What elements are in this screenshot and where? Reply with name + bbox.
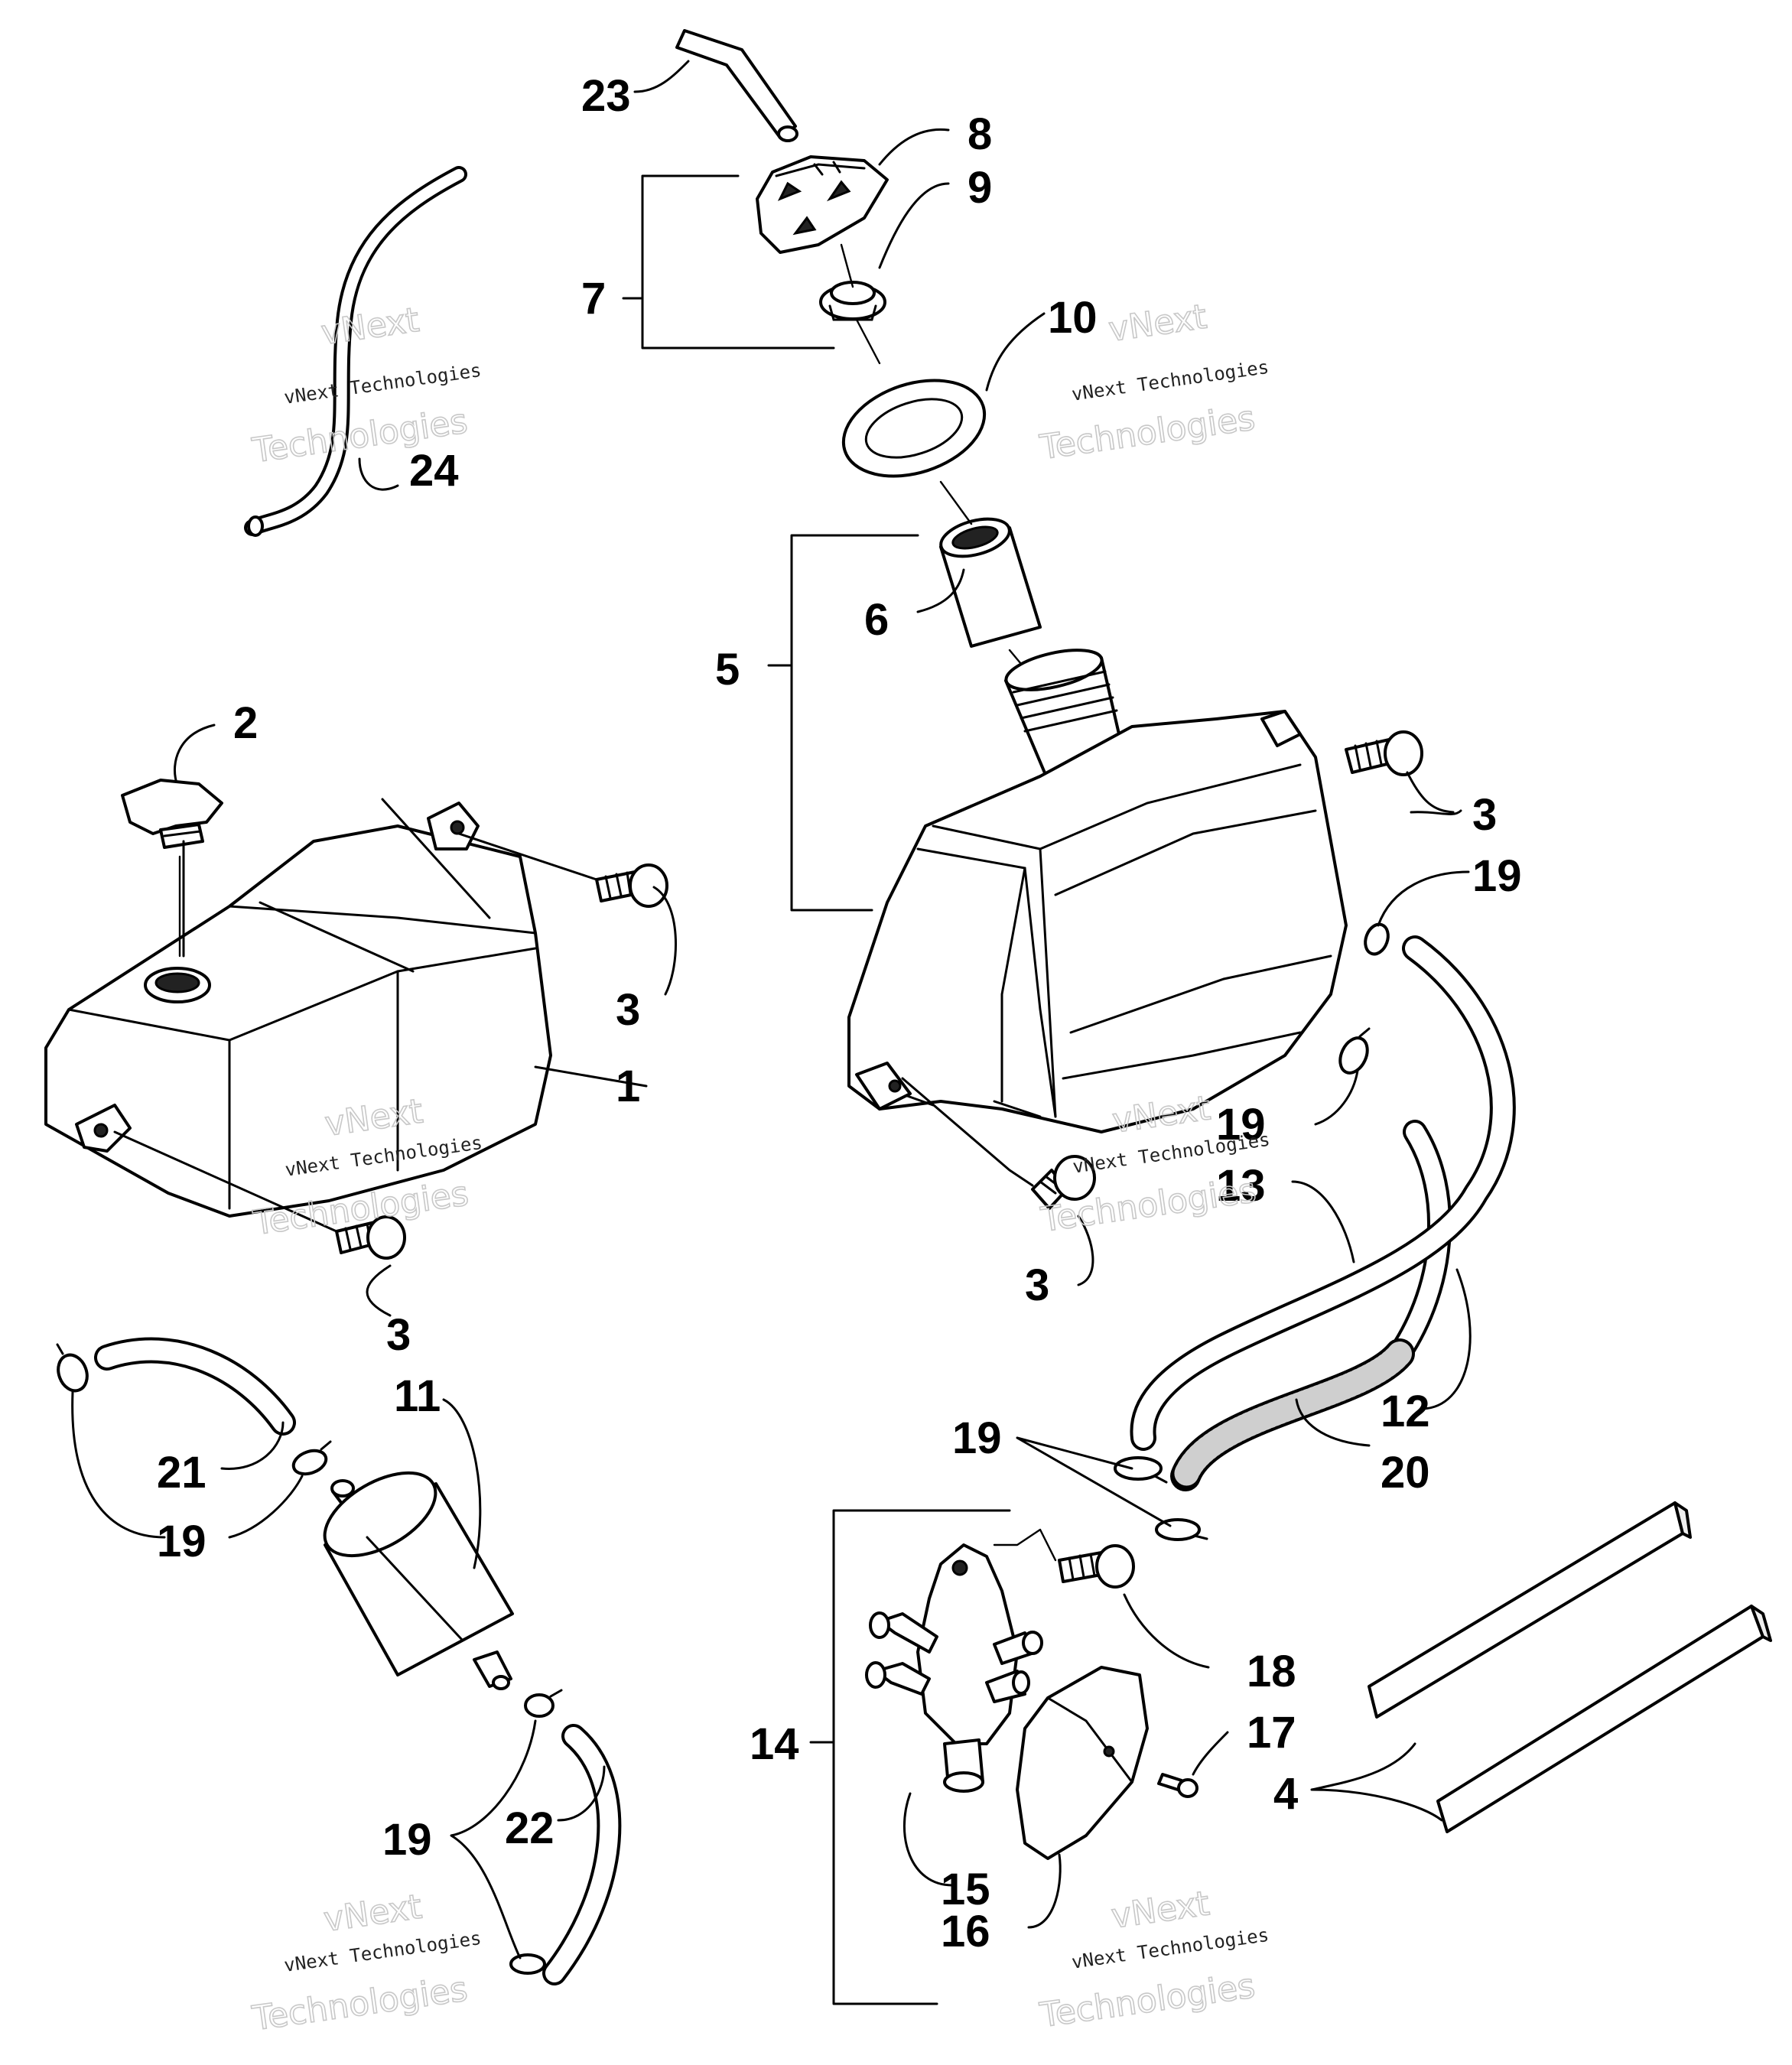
- part-11-fuel-filter: [323, 1471, 514, 1690]
- svg-text:vNext Technologies: vNext Technologies: [283, 359, 483, 408]
- callout-6: 6: [864, 595, 889, 645]
- callout-3-reservoir-top: 3: [616, 985, 640, 1035]
- svg-text:vNext: vNext: [1109, 1884, 1211, 1936]
- part-14-fuel-valve: [865, 1543, 1043, 1745]
- callout-4: 4: [1273, 1769, 1298, 1819]
- part-19-clamp-f: [291, 1440, 332, 1476]
- part-4-foam-strip-upper: [1368, 1501, 1692, 1719]
- callout-12: 12: [1381, 1387, 1430, 1436]
- bracket-7: [622, 174, 835, 350]
- svg-text:vNext: vNext: [1106, 298, 1208, 350]
- svg-text:vNext Technologies: vNext Technologies: [1070, 356, 1270, 405]
- bracket-5: [767, 534, 919, 912]
- callout-22: 22: [505, 1803, 555, 1853]
- watermark-bottom-right: vNext vNext Technologies Technologies: [1036, 1884, 1270, 2036]
- svg-text:Technologies: Technologies: [1037, 398, 1257, 467]
- svg-text:vNext: vNext: [321, 1888, 424, 1940]
- part-9-cap-gasket: [819, 281, 886, 321]
- callout-21: 21: [157, 1448, 207, 1498]
- part-24-hose: [244, 166, 467, 537]
- callout-9: 9: [968, 163, 992, 213]
- part-10-washer: [841, 379, 987, 478]
- svg-text:vNext Technologies: vNext Technologies: [283, 1927, 483, 1976]
- part-2-reservoir-cap: [121, 779, 223, 849]
- part-19-clamp-b: [1338, 1027, 1371, 1075]
- callout-11: 11: [394, 1371, 441, 1421]
- part-19-clamp-a: [1364, 922, 1390, 956]
- watermark-bottom-left: vNext vNext Technologies Technologies: [249, 1887, 483, 2039]
- callout-5: 5: [715, 645, 740, 694]
- part-15-valve-outlet: [943, 1738, 984, 1793]
- part-18-valve-bolt: [1058, 1544, 1135, 1589]
- part-3-bolt-reservoir-top: [595, 863, 668, 908]
- callout-7: 7: [581, 274, 606, 324]
- watermark-top-left: vNext vNext Technologies Technologies: [249, 300, 483, 471]
- part-20-sleeve: [1170, 1338, 1415, 1491]
- callout-3-reservoir-bottom: 3: [386, 1310, 411, 1360]
- callout-3-tank-bottom: 3: [1025, 1260, 1049, 1310]
- callout-24: 24: [409, 446, 459, 496]
- callout-19-left: 19: [157, 1517, 207, 1566]
- assembly-axis-line: [840, 243, 1030, 675]
- part-1-reservoir: [44, 802, 552, 1218]
- callout-2: 2: [233, 698, 258, 748]
- callout-8: 8: [968, 109, 992, 159]
- callout-19-upper-right: 19: [1472, 851, 1522, 901]
- part-3-bolt-reservoir-bottom: [335, 1215, 406, 1260]
- callout-19-bottom: 19: [382, 1815, 432, 1865]
- callout-18: 18: [1247, 1647, 1296, 1696]
- bracket-14: [809, 1509, 1011, 2005]
- svg-text:vNext: vNext: [319, 301, 421, 353]
- leader-lines: [71, 60, 1472, 1959]
- part-22-hose: [542, 1724, 622, 1985]
- callout-19-tank-side: 19: [1216, 1100, 1266, 1150]
- callout-17: 17: [1247, 1708, 1296, 1758]
- part-23-vent-hose: [675, 29, 798, 142]
- part-6-filler-neck: [939, 517, 1042, 648]
- part-17-screw: [1157, 1773, 1198, 1798]
- svg-text:vNext Technologies: vNext Technologies: [1070, 1924, 1270, 1973]
- part-13-hose: [1130, 935, 1516, 1451]
- part-4-foam-strip-lower: [1436, 1605, 1772, 1833]
- callout-20: 20: [1381, 1448, 1430, 1498]
- callout-13: 13: [1216, 1161, 1266, 1211]
- svg-text:Technologies: Technologies: [249, 1969, 470, 2038]
- part-19-clamp-c: [1114, 1456, 1168, 1484]
- part-3-bolt-lower-tank: [1031, 1155, 1096, 1210]
- svg-text:Technologies: Technologies: [1037, 1966, 1257, 2035]
- callout-10: 10: [1048, 293, 1098, 343]
- callout-14: 14: [750, 1719, 799, 1769]
- callout-labels: 23 8 9 7 10 24 6 5 2 3 19 3 1 19 13 3 3 …: [157, 71, 1522, 1956]
- callout-15: 15: [941, 1865, 990, 1914]
- part-19-clamp-g: [524, 1689, 563, 1718]
- part-21-hose: [94, 1337, 296, 1436]
- part-8-gas-cap: [756, 155, 889, 254]
- part-19-clamp-e: [56, 1343, 89, 1393]
- part-16-valve-knob: [1016, 1666, 1149, 1860]
- callout-19-mid-right: 19: [952, 1413, 1002, 1463]
- callout-3-upper-right: 3: [1472, 790, 1497, 840]
- callout-23: 23: [581, 71, 631, 121]
- part-5-fuel-tank: [847, 649, 1348, 1133]
- callout-1: 1: [616, 1062, 640, 1111]
- part-3-bolt-upper-right: [1345, 730, 1423, 776]
- callout-16: 16: [941, 1907, 990, 1956]
